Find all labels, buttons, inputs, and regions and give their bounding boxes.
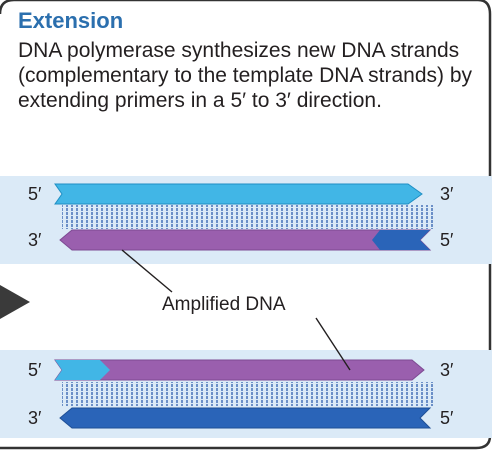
amplified-dna-label: Amplified DNA [162, 294, 286, 315]
callout-line-lower [315, 317, 351, 371]
panel-title: Extension [18, 8, 124, 33]
panel-description: DNA polymerase synthesizes new DNA stran… [18, 39, 473, 112]
lower-base-pairs [62, 382, 434, 406]
callout-line-upper [121, 249, 173, 293]
upper-template-strand [54, 183, 423, 205]
lower-purple-right-end: 3′ [440, 360, 454, 380]
upper-purple-right-end: 5′ [440, 230, 454, 250]
top-strand-left-end: 5′ [28, 184, 42, 204]
top-strand-right-end: 3′ [440, 184, 454, 204]
upper-base-pairs [62, 205, 434, 229]
lower-template-strand [59, 407, 432, 429]
upper-primer [372, 230, 430, 250]
bottom-strand-right-end: 5′ [440, 408, 454, 428]
arrow-pointer-icon [0, 285, 30, 319]
lower-new-strand [54, 359, 425, 381]
bottom-strand-left-end: 3′ [28, 408, 42, 428]
lower-purple-left-end: 5′ [28, 360, 42, 380]
upper-purple-left-end: 3′ [28, 230, 42, 250]
lower-primer [55, 360, 110, 380]
